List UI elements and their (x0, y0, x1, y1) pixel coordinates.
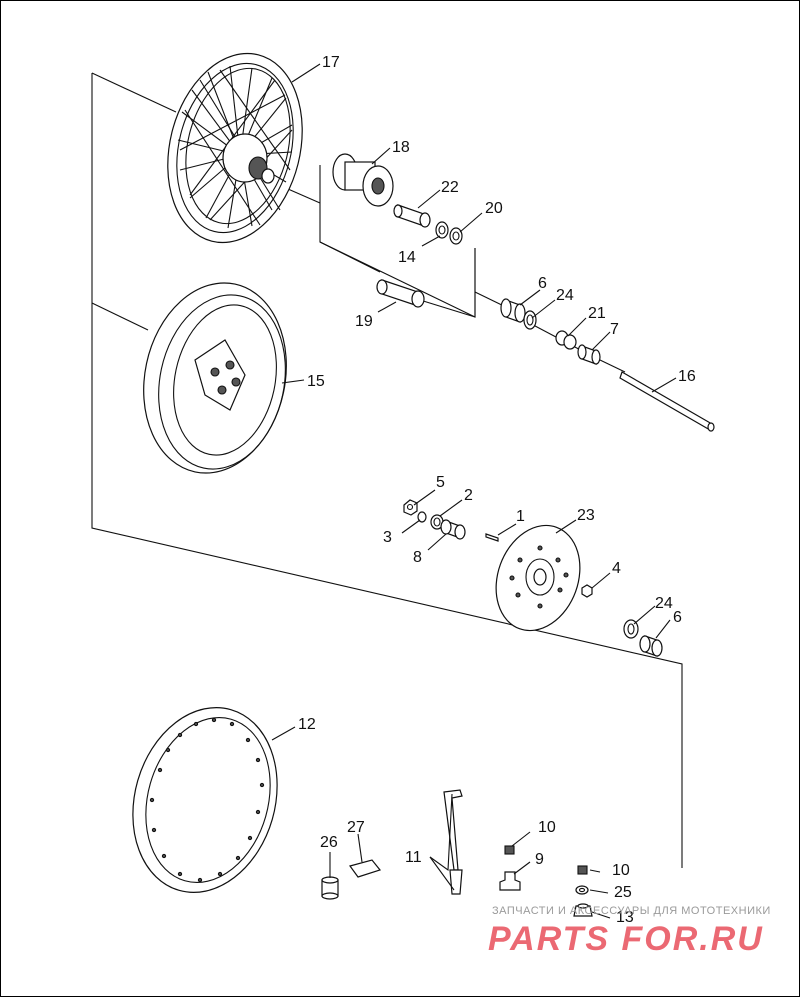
part-14-bearing (435, 221, 449, 239)
part-12-rim (132, 707, 278, 893)
part-10-cap-upper (504, 845, 515, 855)
callout-5: 5 (436, 474, 445, 491)
part-24-seal-lower (623, 619, 639, 639)
part-27-balance-weight (349, 859, 382, 878)
callout-27: 27 (347, 819, 365, 836)
part-10-cap-lower (577, 865, 588, 875)
part-25-nut (575, 885, 589, 895)
callout-2: 2 (464, 487, 473, 504)
callout-7: 7 (610, 321, 619, 338)
callout-24-upper: 24 (556, 287, 574, 304)
callout-15: 15 (307, 373, 325, 390)
callout-8: 8 (413, 549, 422, 566)
part-6-spacer-lower (639, 635, 663, 657)
part-20-seal (449, 227, 463, 245)
callout-9: 9 (535, 851, 544, 868)
callout-labels: 17 18 22 20 14 19 6 24 21 7 16 15 5 2 3 … (298, 54, 696, 926)
part-9-valve (499, 871, 521, 891)
part-24-seal-upper (523, 310, 537, 330)
part-19-axle-spacer (376, 279, 425, 308)
part-17-spoked-wheel (167, 52, 303, 244)
callout-6-lower: 6 (673, 609, 682, 626)
callout-23: 23 (577, 507, 595, 524)
callout-3: 3 (383, 529, 392, 546)
leader-lines (271, 63, 677, 919)
part-1-bolt (485, 533, 499, 542)
part-7-spacer (577, 344, 601, 365)
part-22-spacer (393, 204, 431, 228)
callout-24-lower: 24 (655, 595, 673, 612)
assembly-outline (91, 72, 683, 868)
part-5-nut (403, 499, 418, 516)
callout-17: 17 (322, 54, 340, 71)
callout-10-upper: 10 (538, 819, 556, 836)
part-11-spoke (443, 789, 463, 895)
callout-11: 11 (405, 849, 422, 866)
part-23-brake-disc (495, 524, 581, 632)
watermark: ЗАПЧАСТИ И АКСЕССУАРЫ ДЛЯ МОТОТЕХНИКИ PA… (488, 905, 771, 958)
callout-25: 25 (614, 884, 632, 901)
callout-16: 16 (678, 368, 696, 385)
callout-13: 13 (616, 909, 634, 926)
part-13-valve-stem (573, 903, 593, 917)
watermark-brand: PARTS FOR.RU (488, 920, 764, 958)
part-18-hub (332, 153, 394, 207)
callout-20: 20 (485, 200, 503, 217)
part-3-washer (417, 511, 427, 523)
part-6-spacer-upper (500, 298, 526, 323)
part-15-cast-wheel (143, 282, 287, 474)
part-16-axle (619, 371, 715, 432)
callout-22: 22 (441, 179, 459, 196)
part-26-nipple-sleeve (321, 876, 339, 900)
callout-10-lower: 10 (612, 862, 630, 879)
callout-14: 14 (398, 249, 416, 266)
callout-19: 19 (355, 313, 373, 330)
callout-18: 18 (392, 139, 410, 156)
callout-21: 21 (588, 305, 606, 322)
part-4-nut (581, 584, 593, 598)
part-8-spacer (440, 519, 466, 540)
part-21-bearing (555, 330, 577, 350)
callout-4: 4 (612, 560, 621, 577)
callout-6-upper: 6 (538, 275, 547, 292)
callout-1: 1 (516, 508, 525, 525)
part-2-washer (430, 514, 444, 530)
callout-26: 26 (320, 834, 338, 851)
callout-12: 12 (298, 716, 316, 733)
watermark-tagline: ЗАПЧАСТИ И АКСЕССУАРЫ ДЛЯ МОТОТЕХНИКИ (492, 905, 771, 917)
